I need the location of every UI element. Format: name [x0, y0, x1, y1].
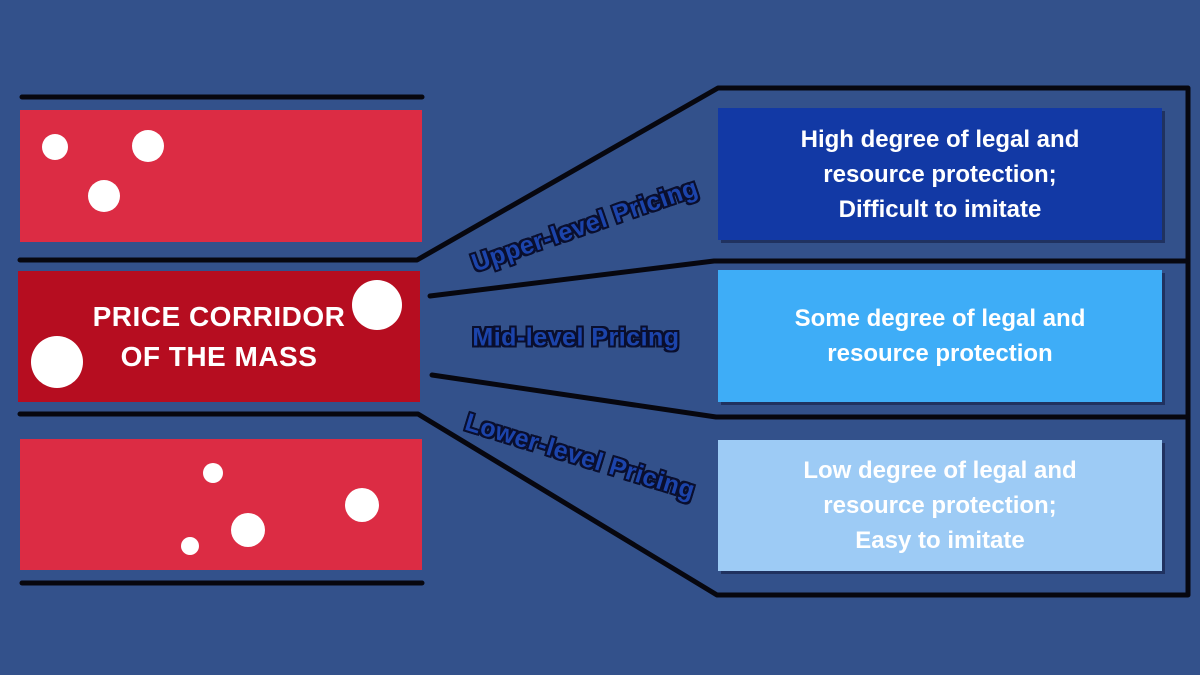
mid-protection-line2: resource protection	[827, 340, 1053, 367]
bubble	[88, 180, 120, 212]
bubble	[203, 463, 223, 483]
lower-protection-line1: Low degree of legal and	[803, 457, 1077, 484]
mid-protection-box: Some degree of legal and resource protec…	[718, 270, 1162, 402]
mid-protection-line1: Some degree of legal and	[794, 305, 1086, 332]
upper-protection-box: High degree of legal and resource protec…	[718, 108, 1162, 240]
price-corridor-title: PRICE CORRIDOR OF THE MASS	[93, 297, 346, 377]
lower-protection-box: Low degree of legal and resource protect…	[718, 440, 1162, 571]
bubble	[31, 336, 83, 388]
bubble	[345, 488, 379, 522]
lower-protection-line3: Easy to imitate	[855, 527, 1025, 554]
bubble	[132, 130, 164, 162]
upper-price-band	[20, 110, 422, 242]
upper-protection-line3: Difficult to imitate	[838, 195, 1042, 223]
price-corridor-title-line2: OF THE MASS	[120, 340, 318, 372]
bubble	[181, 537, 199, 555]
mid-level-pricing-label: Mid-level Pricing	[472, 323, 680, 352]
price-corridor-title-line1: PRICE CORRIDOR	[92, 300, 346, 332]
mid-lower-separator-line	[429, 372, 1191, 420]
bubble	[42, 134, 68, 160]
funnel-outline	[17, 85, 1191, 598]
bubble	[352, 280, 402, 330]
price-corridor-box: PRICE CORRIDOR OF THE MASS	[18, 271, 420, 402]
upper-protection-line1: High degree of legal and	[800, 125, 1080, 153]
bubble	[231, 513, 265, 547]
lower-price-band	[20, 439, 422, 570]
upper-mid-separator-line	[427, 258, 1191, 299]
lower-protection-line2: resource protection;	[823, 492, 1057, 519]
upper-protection-line2: resource protection;	[823, 160, 1057, 188]
